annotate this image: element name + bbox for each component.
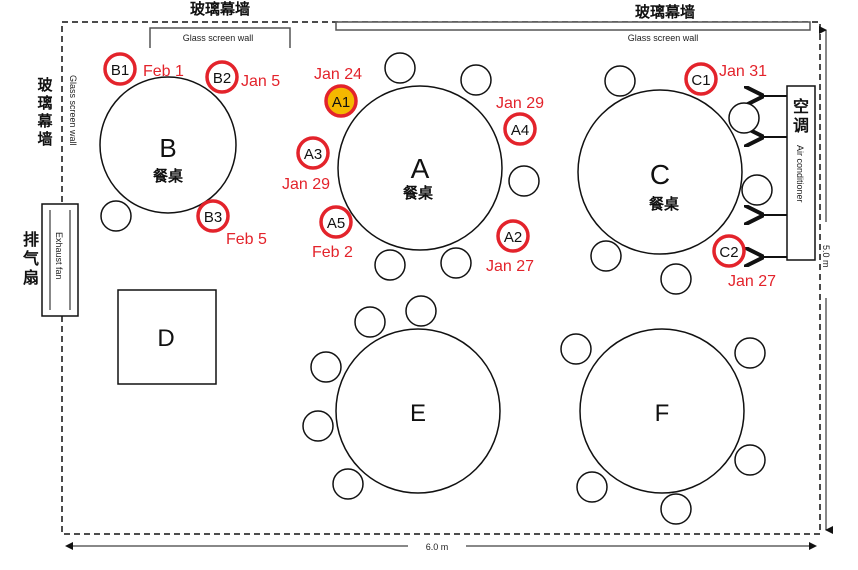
chair xyxy=(310,351,342,383)
svg-text:Feb 2: Feb 2 xyxy=(312,244,353,261)
svg-text:A1: A1 xyxy=(332,94,350,111)
exhaust-fan xyxy=(41,203,79,317)
svg-text:Jan 31: Jan 31 xyxy=(719,63,767,80)
svg-text:Jan 27: Jan 27 xyxy=(486,258,534,275)
chair xyxy=(734,444,766,476)
svg-text:Jan 5: Jan 5 xyxy=(241,73,280,90)
table-a-letter: A xyxy=(411,153,430,184)
glass-wall-left-label: 玻 璃 幕 墙 xyxy=(36,76,53,148)
chair xyxy=(576,471,608,503)
air-conditioner-zh-label: 空 调 xyxy=(793,97,809,135)
chair xyxy=(728,102,760,134)
svg-text:C1: C1 xyxy=(691,72,710,89)
table-f: F xyxy=(560,328,766,525)
svg-text:B3: B3 xyxy=(204,209,222,226)
glass-wall-label-top-right: 玻璃幕墙 xyxy=(635,3,695,21)
chair xyxy=(354,306,386,338)
chair xyxy=(374,249,406,281)
chair xyxy=(302,410,334,442)
chair xyxy=(741,174,773,206)
width-dimension: 6.0 m xyxy=(426,542,449,552)
table-c-label: 餐桌 xyxy=(649,195,680,213)
chair xyxy=(660,493,692,525)
case-b2: B2 Jan 5 xyxy=(205,60,280,94)
case-a5: A5 Feb 2 xyxy=(312,205,353,261)
table-c-letter: C xyxy=(650,159,670,190)
glass-wall-en-top-right: Glass screen wall xyxy=(628,33,699,43)
chair xyxy=(384,52,416,84)
svg-text:空: 空 xyxy=(793,97,809,116)
svg-text:Feb 5: Feb 5 xyxy=(226,231,267,248)
chair xyxy=(508,165,540,197)
chair xyxy=(440,247,472,279)
svg-text:Feb 1: Feb 1 xyxy=(143,63,184,80)
table-e: E xyxy=(302,295,501,500)
table-d-letter: D xyxy=(157,325,174,352)
svg-text:B2: B2 xyxy=(213,70,231,87)
table-a: A 餐桌 xyxy=(337,52,540,281)
chair xyxy=(560,333,592,365)
svg-text:Jan 29: Jan 29 xyxy=(496,95,544,112)
chair xyxy=(460,64,492,96)
case-b3: B3 Feb 5 xyxy=(196,199,267,248)
glass-wall-en-top-left: Glass screen wall xyxy=(183,33,254,43)
svg-text:排: 排 xyxy=(23,230,39,249)
glass-wall-en-left: Glass screen wall xyxy=(68,75,78,146)
table-f-letter: F xyxy=(655,400,670,427)
svg-text:璃: 璃 xyxy=(37,94,52,112)
case-a2: A2 Jan 27 xyxy=(486,219,534,275)
svg-text:扇: 扇 xyxy=(23,268,39,287)
svg-text:气: 气 xyxy=(22,249,39,268)
svg-text:玻: 玻 xyxy=(37,76,53,94)
chair xyxy=(332,468,364,500)
svg-text:A2: A2 xyxy=(504,229,522,246)
chair xyxy=(100,200,132,232)
case-c2: C2 Jan 27 xyxy=(712,234,776,290)
chair xyxy=(734,337,766,369)
air-flow-arrows xyxy=(762,96,787,257)
svg-text:A5: A5 xyxy=(327,215,345,232)
table-b: B 餐桌 xyxy=(99,76,237,232)
svg-text:A4: A4 xyxy=(511,122,529,139)
glass-wall-label-top-left: 玻璃幕墙 xyxy=(190,0,250,18)
case-a3: A3 Jan 29 xyxy=(282,136,330,193)
chair xyxy=(405,295,437,327)
exhaust-fan-en: Exhaust fan xyxy=(54,232,64,280)
chair xyxy=(660,263,692,295)
glass-wall-bracket-left xyxy=(149,27,291,48)
height-dimension: 5.0 m xyxy=(821,245,831,268)
svg-text:Jan 24: Jan 24 xyxy=(314,66,362,83)
svg-text:调: 调 xyxy=(793,116,809,135)
chair xyxy=(604,65,636,97)
svg-text:A3: A3 xyxy=(304,146,322,163)
glass-wall-top-right xyxy=(335,21,811,31)
case-a4: A4 Jan 29 xyxy=(496,95,544,146)
case-a1: A1 Jan 24 xyxy=(314,66,362,118)
svg-text:Jan 27: Jan 27 xyxy=(728,273,776,290)
table-d: D xyxy=(117,289,217,385)
table-e-letter: E xyxy=(410,400,426,427)
chair xyxy=(590,240,622,272)
svg-text:墙: 墙 xyxy=(37,130,52,148)
svg-text:Jan 29: Jan 29 xyxy=(282,176,330,193)
exhaust-fan-zh-label: 排 气 扇 xyxy=(22,230,39,287)
air-conditioner xyxy=(786,85,816,261)
table-a-label: 餐桌 xyxy=(403,184,434,202)
svg-text:B1: B1 xyxy=(111,62,129,79)
air-conditioner-en: Air conditioner xyxy=(795,145,805,203)
table-b-letter: B xyxy=(159,133,176,163)
svg-text:C2: C2 xyxy=(719,244,738,261)
case-c1: C1 Jan 31 xyxy=(684,62,767,96)
table-c: C 餐桌 xyxy=(577,65,773,295)
svg-text:幕: 幕 xyxy=(36,112,53,130)
case-b1: B1 Feb 1 xyxy=(103,52,184,86)
table-b-label: 餐桌 xyxy=(153,167,184,185)
